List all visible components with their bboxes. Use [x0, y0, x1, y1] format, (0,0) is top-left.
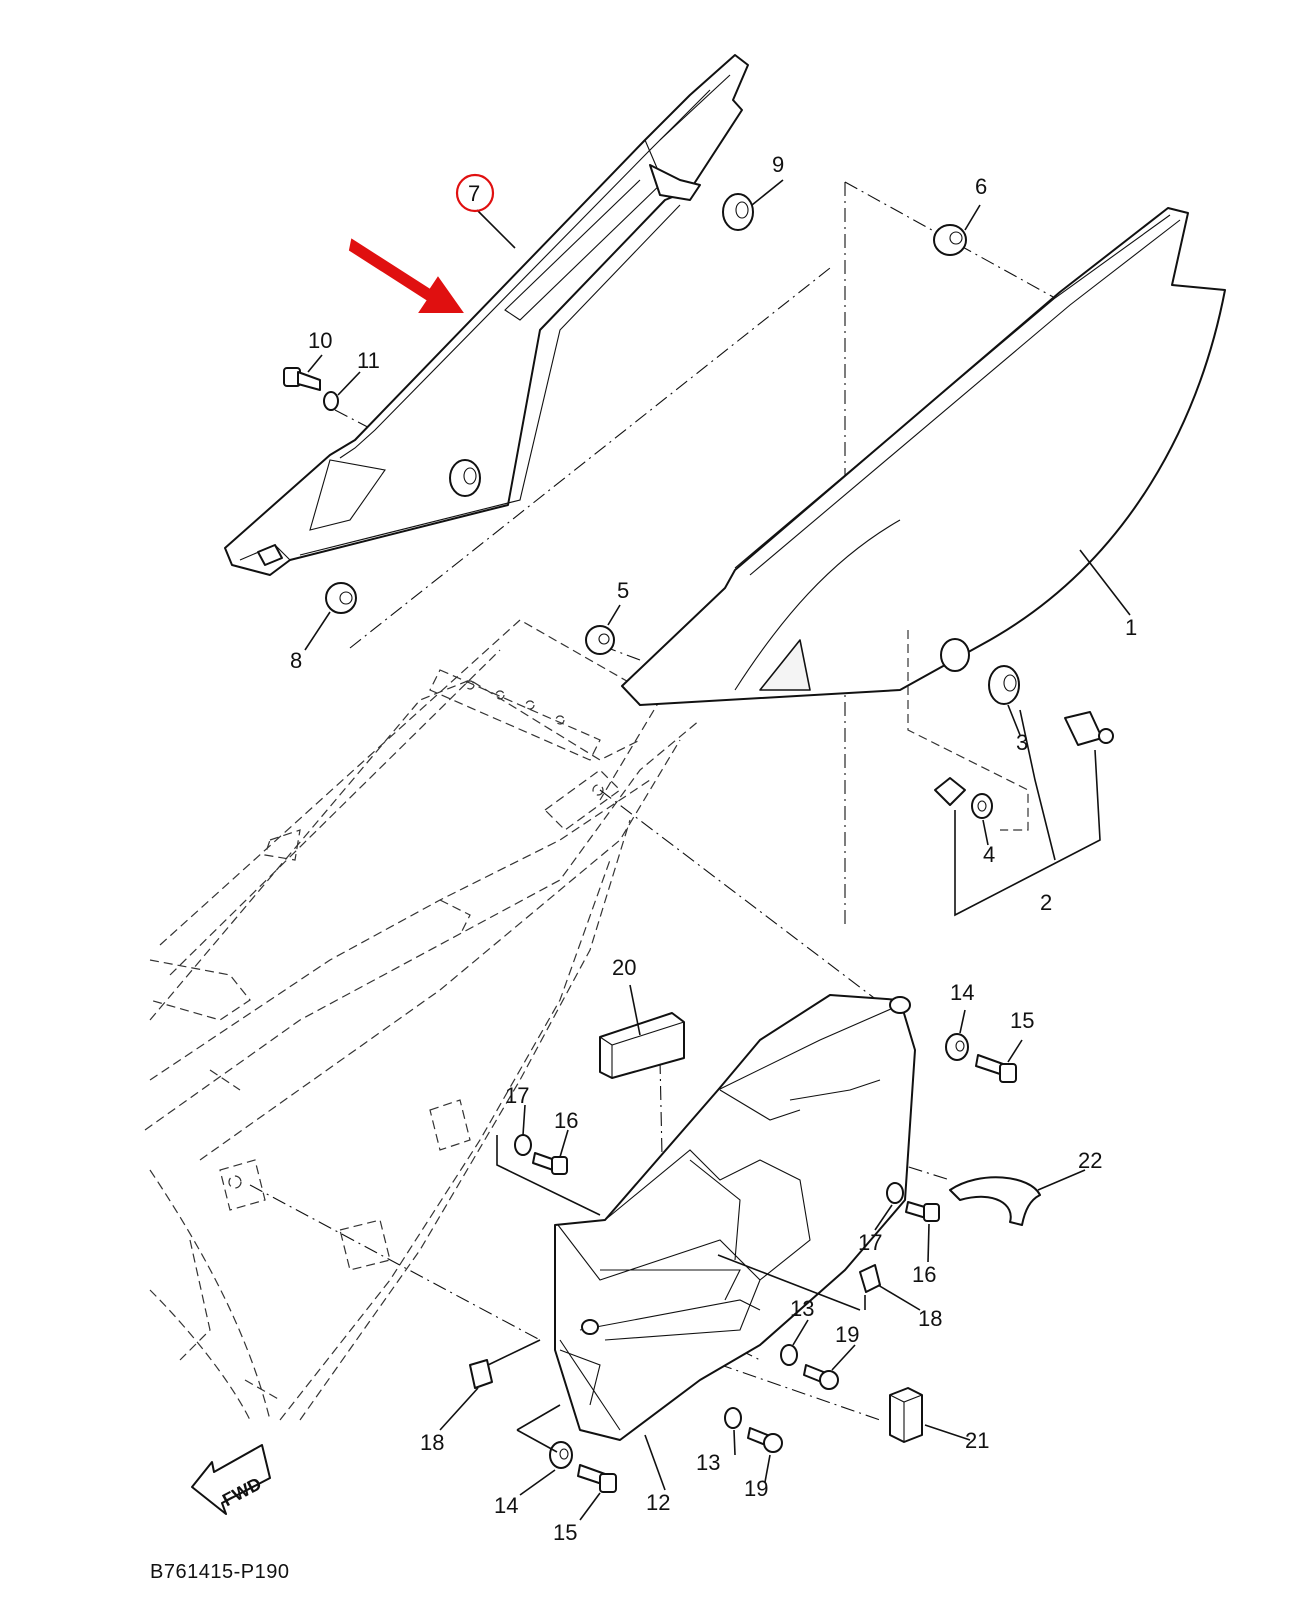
part-15-bolt-upper — [975, 1054, 1017, 1083]
callout-1: 1 — [1125, 615, 1137, 640]
part-7-side-cover[interactable] — [224, 54, 749, 576]
part-10-bolt — [283, 367, 321, 391]
part-2-lock-assy — [907, 630, 1114, 917]
red-arrow-icon — [348, 238, 464, 313]
callout-21: 21 — [965, 1428, 989, 1453]
callout-15-lower: 15 — [553, 1520, 577, 1545]
callout-3: 3 — [1016, 730, 1028, 755]
part-18-clip-right — [859, 1264, 881, 1293]
part-19-screw-lower — [747, 1427, 783, 1453]
callout-16-right: 16 — [912, 1262, 936, 1287]
callout-14-lower: 14 — [494, 1493, 518, 1518]
part-11-washer — [323, 391, 339, 411]
callout-7: 7 — [468, 181, 480, 206]
part-14-collar-lower — [549, 1441, 573, 1469]
callout-19-lower: 19 — [744, 1476, 768, 1501]
part-17-washer-right — [886, 1182, 904, 1204]
fwd-arrow-icon: FWD — [191, 1444, 271, 1515]
part-17-washer-left — [514, 1134, 532, 1156]
highlight-circle — [455, 173, 495, 213]
part-16-bolt-left — [532, 1152, 568, 1175]
callout-2: 2 — [1040, 890, 1052, 915]
part-8-grommet — [325, 582, 357, 614]
part-15-bolt-lower — [577, 1464, 617, 1493]
part-21-pad — [889, 1387, 923, 1443]
part-18-clip-left — [469, 1359, 493, 1389]
callout-14-upper: 14 — [950, 980, 974, 1005]
part-14-collar-upper — [945, 1033, 969, 1061]
part-16-bolt-right — [905, 1201, 940, 1222]
part-7-grommet — [449, 459, 481, 497]
part-3-grommet — [940, 638, 1020, 705]
callout-6: 6 — [975, 174, 987, 199]
callout-8: 8 — [290, 648, 302, 673]
callout-13-lower: 13 — [696, 1450, 720, 1475]
callout-4: 4 — [983, 842, 995, 867]
part-1-side-cover[interactable] — [621, 207, 1226, 706]
callout-15-upper: 15 — [1010, 1008, 1034, 1033]
callout-16-left: 16 — [554, 1108, 578, 1133]
callout-5: 5 — [617, 578, 629, 603]
callout-22: 22 — [1078, 1148, 1102, 1173]
callout-20: 20 — [612, 955, 636, 980]
callout-12: 12 — [646, 1490, 670, 1515]
part-5-grommet — [585, 625, 615, 655]
callout-18-left: 18 — [420, 1430, 444, 1455]
leader-lines — [304, 179, 1131, 1521]
callout-11: 11 — [357, 348, 380, 373]
catalog-code: B761415-P190 — [150, 1561, 289, 1583]
callout-10: 10 — [308, 328, 332, 353]
callout-18-right: 18 — [918, 1306, 942, 1331]
part-4-washer — [934, 777, 993, 819]
callout-13-upper: 13 — [790, 1296, 814, 1321]
callouts: 1 2 3 4 5 6 7 8 9 10 11 12 13 13 14 14 1… — [290, 152, 1137, 1545]
part-6-grommet — [933, 224, 967, 256]
part-19-screw-upper — [803, 1364, 839, 1390]
callout-17-right: 17 — [858, 1230, 882, 1255]
part-9-grommet — [722, 193, 754, 231]
part-20-pad — [599, 1012, 685, 1079]
callout-19-upper: 19 — [835, 1322, 859, 1347]
part-22-band — [949, 1176, 1041, 1226]
callout-17-left: 17 — [505, 1083, 529, 1108]
frame-phantom — [144, 619, 701, 1421]
part-12-battery-box[interactable] — [554, 994, 916, 1441]
part-13-washer-lower — [724, 1407, 742, 1429]
callout-9: 9 — [772, 152, 784, 177]
part-13-washer-upper — [780, 1344, 798, 1366]
